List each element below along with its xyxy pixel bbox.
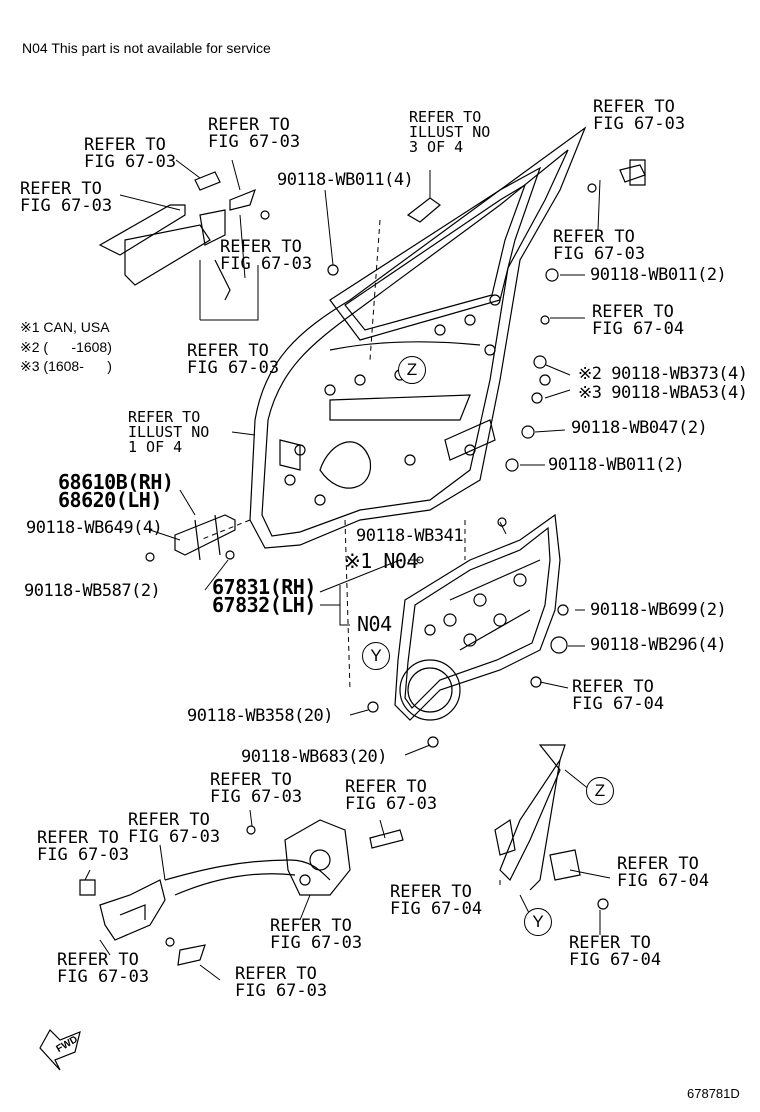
callout-z: Z — [398, 356, 426, 384]
leader-lines — [119, 159, 601, 756]
part-number: 90118-WB358(20) — [187, 706, 334, 726]
refer-label: REFER TO FIG 67-03 — [553, 227, 646, 264]
refer-label: REFER TO FIG 67-03 — [128, 810, 221, 847]
carrier-panel — [394, 513, 561, 721]
callout-y: Y — [524, 908, 552, 936]
refer-illust-3of4: REFER TO ILLUST NO 3 OF 4 — [409, 108, 491, 156]
part-number: ※3 90118-WBA53(4) — [578, 383, 748, 403]
refer-label: REFER TO FIG 67-03 — [208, 115, 301, 152]
refer-label: REFER TO FIG 67-03 — [220, 237, 313, 274]
outside-handle — [98, 171, 270, 301]
fwd-arrow — [39, 1029, 81, 1071]
refer-label: REFER TO FIG 67-04 — [572, 677, 665, 714]
part-number: 90118-WB011(4) — [277, 170, 414, 190]
refer-label: REFER TO FIG 67-04 — [390, 882, 483, 919]
refer-label: REFER TO FIG 67-03 — [270, 916, 363, 953]
callout-y: Y — [362, 642, 390, 670]
refer-label: REFER TO FIG 67-04 — [592, 302, 685, 339]
header-note: N04 This part is not available for servi… — [22, 40, 271, 56]
refer-illust-1of4: REFER TO ILLUST NO 1 OF 4 — [128, 408, 210, 456]
diagram-id: 678781D — [687, 1086, 740, 1101]
refer-label: REFER TO FIG 67-04 — [569, 933, 662, 970]
part-number: 90118-WB649(4) — [26, 518, 163, 538]
refer-label: REFER TO FIG 67-03 — [20, 179, 113, 216]
part-number: 68610B(RH) — [58, 470, 174, 494]
refer-label: REFER TO FIG 67-04 — [617, 854, 710, 891]
part-number: 67831(RH) — [212, 575, 316, 599]
refer-label: REFER TO FIG 67-03 — [84, 135, 177, 172]
refer-label: REFER TO FIG 67-03 — [210, 770, 303, 807]
part-number: 67832(LH) — [212, 593, 316, 617]
part-number: 68620(LH) — [58, 488, 162, 512]
window-regulator — [494, 744, 609, 910]
part-number: 90118-WB296(4) — [590, 635, 727, 655]
refer-label: REFER TO FIG 67-03 — [593, 97, 686, 134]
part-number: 90118-WB011(2) — [548, 455, 685, 475]
part-number: 90118-WB341 — [356, 526, 464, 546]
callout-z: Z — [586, 777, 614, 805]
door-checker — [145, 514, 236, 562]
refer-label: REFER TO FIG 67-03 — [345, 777, 438, 814]
refer-label: REFER TO FIG 67-03 — [57, 950, 150, 987]
part-number: 90118-WB699(2) — [590, 600, 727, 620]
refer-label: REFER TO FIG 67-03 — [235, 964, 328, 1001]
regulator-leaders — [84, 769, 611, 981]
part-number: ※2 90118-WB373(4) — [578, 364, 748, 384]
part-number: 90118-WB047(2) — [571, 418, 708, 438]
inside-handle-assembly — [79, 819, 404, 966]
refer-label: REFER TO FIG 67-03 — [187, 341, 280, 378]
note-3: ※3 (1608- ) — [20, 358, 112, 374]
refer-label: REFER TO FIG 67-03 — [37, 828, 130, 865]
part-number: 90118-WB683(20) — [241, 747, 388, 767]
part-number: ※1 N04 — [344, 549, 418, 573]
note-2: ※2 ( -1608) — [20, 339, 112, 355]
part-number: 90118-WB011(2) — [590, 265, 727, 285]
door-shell — [249, 126, 587, 549]
part-number: 90118-WB587(2) — [24, 581, 161, 601]
small-hardware — [327, 159, 646, 748]
part-number: N04 — [357, 612, 392, 636]
note-1: ※1 CAN, USA — [20, 319, 110, 335]
